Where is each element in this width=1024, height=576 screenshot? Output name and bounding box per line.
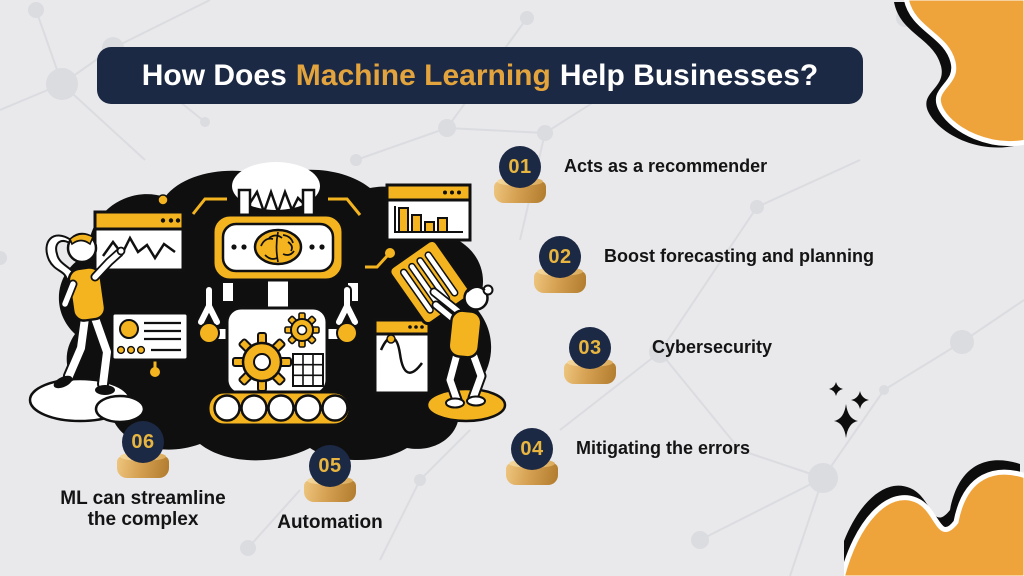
benefit-label: Automation bbox=[277, 512, 383, 533]
woman-hand bbox=[116, 246, 126, 256]
machine-body bbox=[225, 306, 329, 396]
person-holding-panel bbox=[425, 284, 507, 423]
title-prefix: How Does bbox=[141, 58, 287, 92]
benefit-item-04: 04 Mitigating the errors bbox=[504, 428, 750, 485]
step-number: 04 bbox=[520, 437, 544, 460]
corner-wave-bottom-right bbox=[844, 460, 1024, 576]
benefit-label: Acts as a recommender bbox=[564, 156, 768, 176]
step-number-badge: 01 bbox=[499, 146, 541, 188]
sparkle-medium bbox=[851, 391, 869, 409]
person-base-ellipse bbox=[425, 387, 507, 423]
claw-arm-left bbox=[196, 285, 230, 344]
step-number: 05 bbox=[318, 454, 342, 477]
benefit-label: ML can streamline the complex bbox=[60, 488, 226, 531]
title-suffix: Help Businesses? bbox=[559, 58, 819, 92]
gear-icon-small bbox=[284, 312, 320, 348]
step-number-badge: 05 bbox=[309, 445, 351, 487]
person-torso bbox=[447, 309, 483, 359]
claw-arm-right bbox=[324, 285, 360, 344]
benefit-label: Mitigating the errors bbox=[576, 438, 751, 458]
step-number: 03 bbox=[578, 336, 602, 359]
corner-wave-orange bbox=[903, 0, 1024, 146]
panel-dots bbox=[231, 244, 325, 250]
title-highlight: Machine Learning bbox=[295, 58, 551, 92]
benefit-label: Cybersecurity bbox=[652, 337, 773, 357]
gear-icon bbox=[232, 332, 292, 392]
step-number-badge: 04 bbox=[511, 428, 553, 470]
benefit-item-03: 03 Cybersecurity bbox=[562, 327, 772, 384]
sine-wave-window bbox=[373, 318, 431, 395]
woman-legs bbox=[63, 312, 113, 390]
woman-hair bbox=[69, 233, 95, 246]
person-legs bbox=[444, 348, 487, 406]
step-number-badge: 02 bbox=[539, 236, 581, 278]
bar-chart-bars bbox=[398, 207, 448, 233]
corner-wave-orange bbox=[844, 469, 1024, 576]
benefit-item-01: 01 Acts as a recommender bbox=[492, 146, 767, 203]
line-chart-zigzag bbox=[101, 235, 176, 261]
ml-machine-illustration bbox=[28, 162, 507, 461]
step-number-badge: 06 bbox=[122, 421, 164, 463]
brain-icon bbox=[253, 228, 303, 266]
machine-neck bbox=[221, 276, 360, 312]
step-number: 06 bbox=[131, 430, 155, 453]
benefit-item-05: 05 Automation bbox=[270, 445, 390, 533]
title-banner: How Does Machine Learning Help Businesse… bbox=[97, 47, 863, 104]
woman-arms bbox=[60, 248, 124, 309]
benefit-item-02: 02 Boost forecasting and planning bbox=[532, 236, 874, 293]
woman-pointing bbox=[28, 232, 146, 424]
bar-chart-window bbox=[385, 183, 472, 242]
sparkle-small bbox=[829, 382, 843, 396]
benefit-label: Boost forecasting and planning bbox=[604, 246, 875, 266]
grid-icon bbox=[292, 353, 324, 387]
sparkle-stars bbox=[829, 382, 869, 438]
brain-panel bbox=[211, 213, 345, 282]
conveyor-wheels bbox=[206, 390, 352, 427]
sparkle-large bbox=[834, 404, 858, 438]
step-number: 02 bbox=[548, 245, 572, 268]
step-number-badge: 03 bbox=[569, 327, 611, 369]
benefit-item-06: 06 ML can streamline the complex bbox=[50, 421, 236, 531]
step-number: 01 bbox=[508, 155, 532, 178]
corner-wave-top-right bbox=[894, 0, 1024, 148]
data-card bbox=[110, 311, 190, 362]
